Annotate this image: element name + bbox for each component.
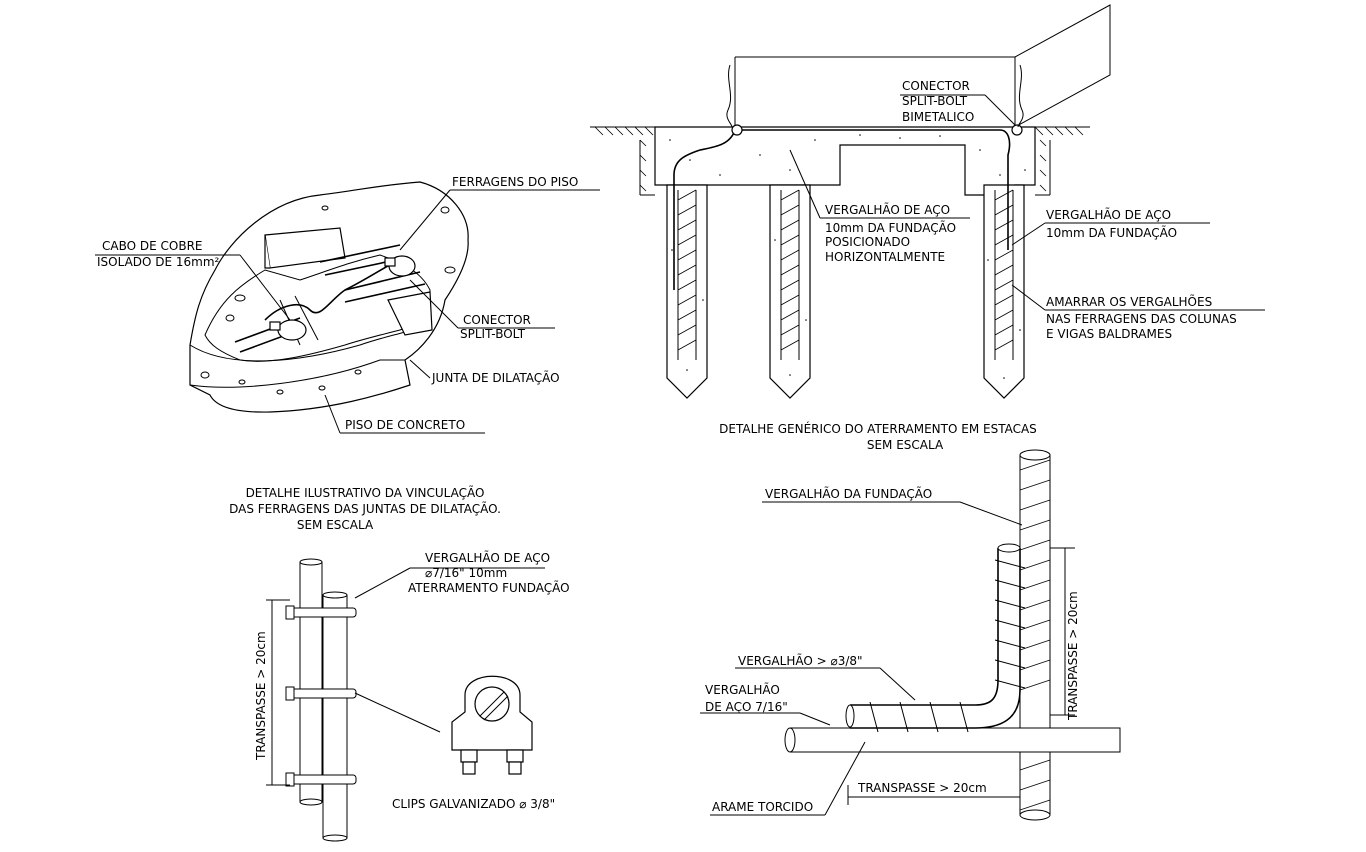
transpasse-vertical-label: TRANSPASSE > 20cm: [254, 631, 268, 761]
vergalhao-aterramento-line2: ⌀7/16" 10mm: [425, 566, 507, 580]
vergalhao-fundacao-label: VERGALHÃO DA FUNDAÇÃO: [765, 486, 932, 501]
joint-caption-line3: SEM ESCALA: [297, 518, 374, 532]
vergalhao-horizontal-line4: HORIZONTALMENTE: [825, 250, 945, 264]
vergalhao-horizontal-line1: VERGALHÃO DE AÇO: [825, 202, 950, 217]
clip-splice-drawing: [266, 558, 545, 842]
amarrar-line3: E VIGAS BALDRAMES: [1046, 327, 1172, 341]
joint-detail-drawing: [95, 181, 600, 434]
pile-caption-line1: DETALHE GENÉRICO DO ATERRAMENTO EM ESTAC…: [719, 421, 1037, 436]
vergalhao-fundacao-line1: VERGALHÃO DE AÇO: [1046, 207, 1171, 222]
split-bolt-label: SPLIT-BOLT: [460, 327, 526, 341]
arame-torcido-label: ARAME TORCIDO: [712, 800, 813, 814]
ferragens-piso-label: FERRAGENS DO PISO: [452, 175, 578, 189]
pile-caption-line2: SEM ESCALA: [867, 438, 944, 452]
vergalhao-716-line1: VERGALHÃO: [705, 682, 780, 697]
joint-caption-line1: DETALHE ILUSTRATIVO DA VINCULAÇÃO: [246, 485, 485, 500]
vergalhao-fundacao-line2: 10mm DA FUNDAÇÃO: [1046, 225, 1177, 240]
transpasse-rotated-label: TRANSPASSE > 20cm: [1066, 591, 1080, 721]
vergalhao-horizontal-line3: POSICIONADO: [825, 235, 910, 249]
vergalhao-38-label: VERGALHÃO > ⌀3/8": [738, 653, 863, 668]
vergalhao-horizontal-line2: 10mm DA FUNDAÇÃO: [825, 220, 956, 235]
bent-rebar-drawing: [700, 449, 1121, 821]
joint-caption-line2: DAS FERRAGENS DAS JUNTAS DE DILATAÇÃO.: [229, 501, 501, 516]
cabo-isolado-label: ISOLADO DE 16mm²: [97, 255, 220, 269]
pile-grounding-drawing: [590, 4, 1265, 399]
cabo-cobre-label: CABO DE COBRE: [102, 239, 202, 253]
clips-label: CLIPS GALVANIZADO ⌀ 3/8": [392, 797, 555, 811]
transpasse-horizontal-label: TRANSPASSE > 20cm: [857, 781, 987, 795]
amarrar-line1: AMARRAR OS VERGALHÕES: [1046, 294, 1212, 309]
junta-dilatacao-label: JUNTA DE DILATAÇÃO: [431, 370, 560, 385]
conector-label: CONECTOR: [463, 313, 531, 327]
vergalhao-aterramento-line3: ATERRAMENTO FUNDAÇÃO: [408, 580, 570, 595]
vergalhao-716-line2: DE AÇO 7/16": [705, 700, 788, 714]
piso-concreto-label: PISO DE CONCRETO: [345, 418, 465, 432]
conector-bimetalico-line3: BIMETALICO: [902, 110, 974, 124]
vergalhao-aterramento-line1: VERGALHÃO DE AÇO: [425, 550, 550, 565]
conector-bimetalico-line1: CONECTOR: [902, 79, 970, 93]
amarrar-line2: NAS FERRAGENS DAS COLUNAS: [1046, 312, 1237, 326]
conector-bimetalico-line2: SPLIT-BOLT: [902, 94, 968, 108]
